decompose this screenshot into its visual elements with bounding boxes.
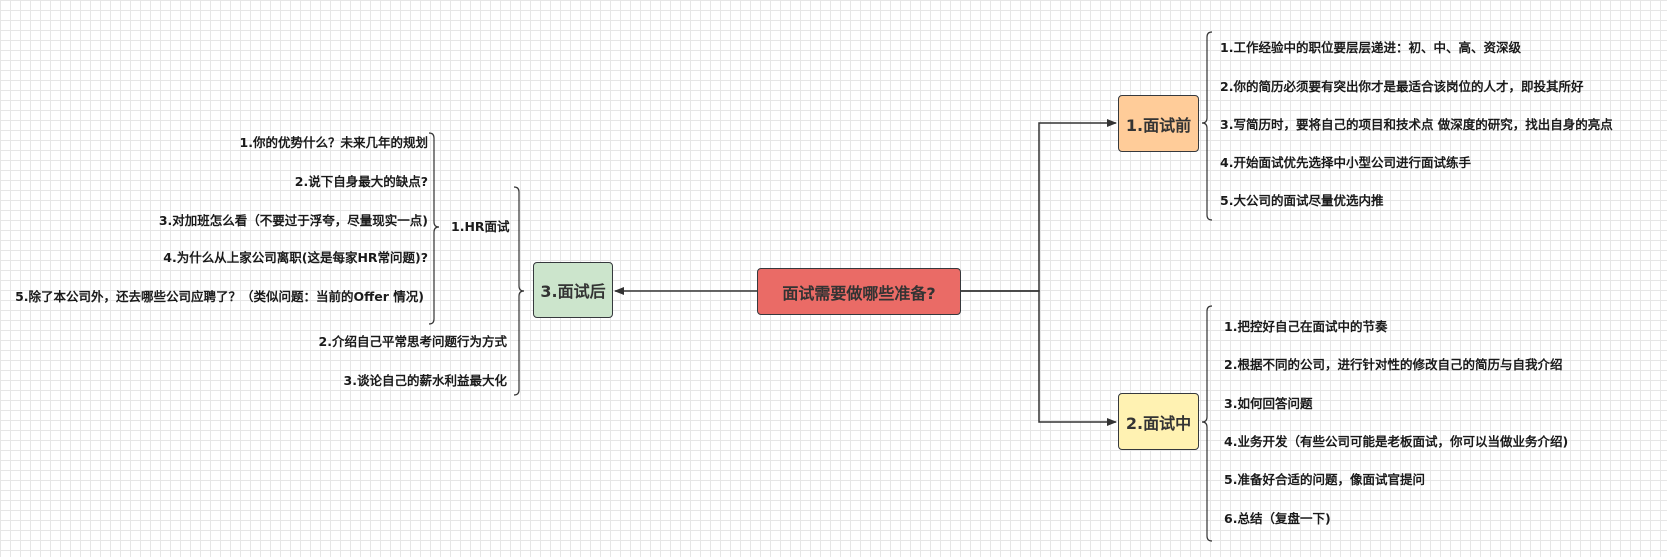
brace-after: [513, 186, 525, 396]
connector-root-to-before: [961, 119, 1117, 292]
before-item: 1.工作经验中的职位要层层递进：初、中、高、资深级: [1220, 40, 1521, 55]
connector-root-to-during: [961, 290, 1117, 426]
hr-item: 1.你的优势什么？未来几年的规划: [239, 135, 428, 150]
after-item: 2.介绍自己平常思考问题行为方式: [318, 334, 507, 349]
branch-before-label: 1.面试前: [1125, 115, 1192, 135]
hr-item: 4.为什么从上家公司离职(这是每家HR常问题)?: [163, 250, 428, 265]
root-label: 面试需要做哪些准备?: [782, 283, 936, 303]
after-item: 3.谈论自己的薪水利益最大化: [343, 373, 507, 388]
before-item: 4.开始面试优先选择中小型公司进行面试练手: [1220, 155, 1471, 170]
hr-item: 3.对加班怎么看（不要过于浮夸，尽量现实一点): [158, 213, 428, 228]
before-item: 3.写简历时，要将自己的项目和技术点 做深度的研究，找出自身的亮点: [1220, 117, 1613, 132]
during-item: 6.总结（复盘一下): [1224, 511, 1331, 526]
hr-interview-label: 1.HR面试: [451, 219, 510, 234]
before-item: 2.你的简历必须要有突出你才是最适合该岗位的人才，即投其所好: [1220, 79, 1584, 94]
hr-item: 5.除了本公司外，还去哪些公司应聘了？（类似问题：当前的Offer 情况): [15, 289, 424, 304]
before-item: 5.大公司的面试尽量优选内推: [1220, 193, 1384, 208]
branch-during-node[interactable]: 2.面试中: [1118, 393, 1199, 450]
branch-after-node[interactable]: 3.面试后: [533, 262, 613, 318]
branch-during-label: 2.面试中: [1125, 413, 1192, 433]
hr-item: 2.说下自身最大的缺点?: [294, 174, 428, 189]
during-item: 3.如何回答问题: [1224, 396, 1313, 411]
during-item: 1.把控好自己在面试中的节奏: [1224, 319, 1388, 334]
brace-hr: [428, 132, 440, 325]
branch-after-label: 3.面试后: [540, 282, 606, 301]
during-item: 2.根据不同的公司，进行针对性的修改自己的简历与自我介绍: [1224, 357, 1563, 372]
branch-before-node[interactable]: 1.面试前: [1118, 95, 1199, 152]
brace-before: [1201, 31, 1213, 221]
brace-during: [1201, 305, 1213, 542]
root-node[interactable]: 面试需要做哪些准备?: [757, 268, 961, 315]
during-item: 4.业务开发（有些公司可能是老板面试，你可以当做业务介绍): [1224, 434, 1569, 449]
during-item: 5.准备好合适的问题，像面试官提问: [1224, 472, 1425, 487]
